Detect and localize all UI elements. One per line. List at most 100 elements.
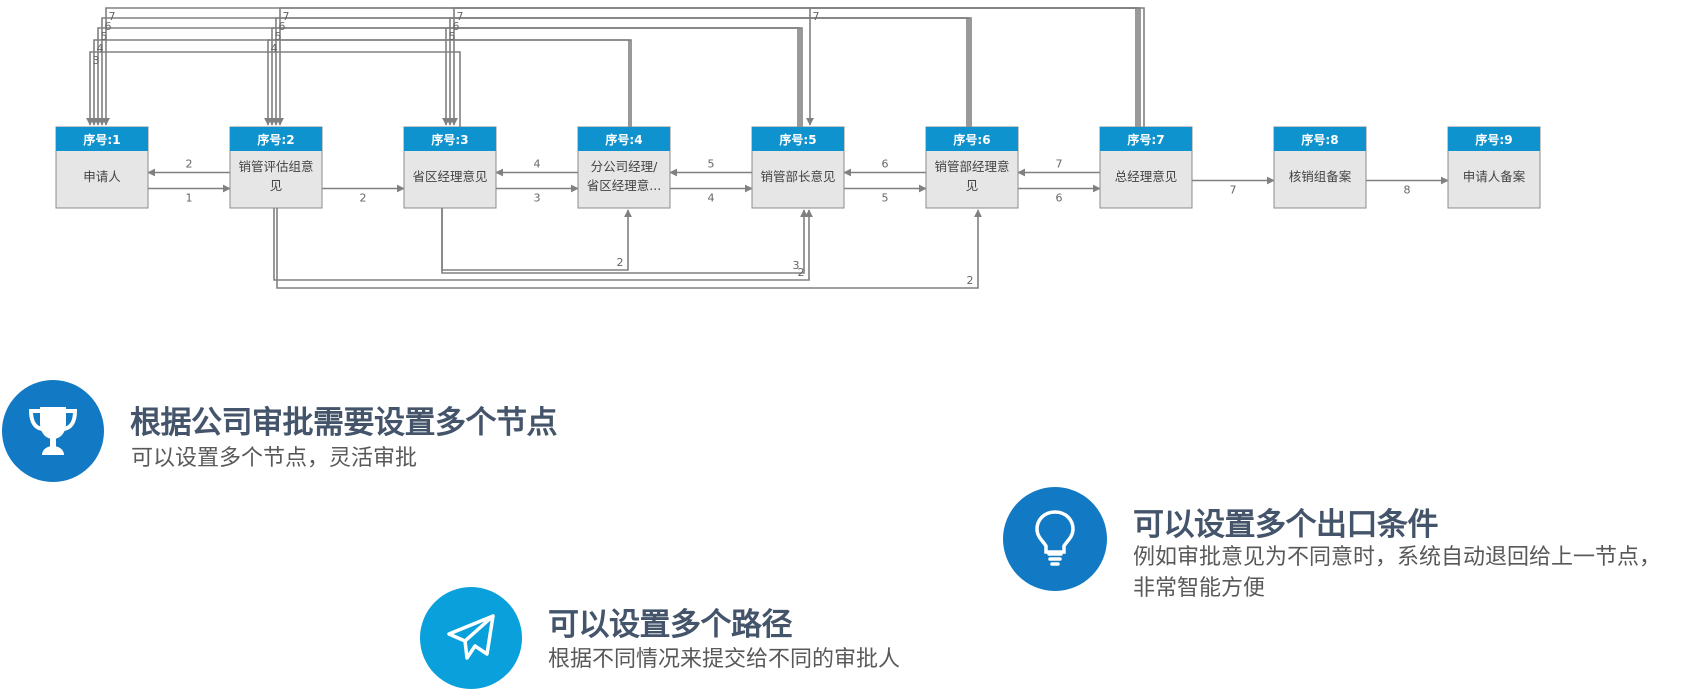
flow-node: 序号:5 销管部长意见 [751,126,845,209]
skip-edge-label: 3 [793,259,800,272]
back-edge-label: 6 [882,158,889,171]
node-header [56,127,148,151]
return-edge-label: 7 [283,10,290,23]
node-label: 分公司经理/ [591,159,659,174]
forward-edge-label: 1 [186,192,193,205]
return-edge-label: 7 [813,10,820,23]
node-number: 序号:9 [1475,132,1512,147]
forward-edge-label: 2 [360,192,367,205]
return-edge-label: 3 [93,54,100,67]
return-edge [90,39,630,127]
skip-edge [276,208,982,289]
back-edge-label: 5 [708,158,715,171]
return-edge-label: 6 [453,20,460,33]
skip-edge [441,208,632,271]
feature-multi-exit-title: 可以设置多个出口条件 [1133,507,1439,543]
node-label: 申请人备案 [1463,169,1526,184]
node-label: 销管评估组意 [238,159,313,174]
return-edge-label: 5 [101,30,108,43]
approval-flow-diagram: 序号:1申请人序号:2销管评估组意见序号:3省区经理意见序号:4分公司经理/省区… [55,7,1541,289]
return-edge [272,17,970,127]
back-edge-label: 2 [186,158,193,171]
node-number: 序号:4 [605,132,642,147]
node-label: 省区经理意见 [412,169,487,184]
feature-multi-path-badge [420,587,522,689]
feature-multi-path-title: 可以设置多个路径 [548,607,793,643]
forward-edge-label: 5 [882,192,889,205]
forward-edge-label: 4 [708,192,715,205]
feature-multi-exit-desc-line1: 例如审批意见为不同意时，系统自动退回给上一节点， [1133,545,1662,570]
flow-node: 序号:8 核销组备案 [1273,126,1367,209]
node-number: 序号:3 [431,132,468,147]
feature-multi-node-desc: 可以设置多个节点，灵活审批 [131,446,418,471]
node-header [752,127,844,151]
return-edge [102,7,1137,127]
flow-node: 序号:3 省区经理意见 [403,126,497,209]
node-number: 序号:7 [1127,132,1164,147]
flow-node: 序号:7 总经理意见 [1099,126,1193,209]
node-label: 见 [966,178,979,193]
return-edge [806,7,1145,127]
return-edge [98,17,968,127]
skip-edge-label: 2 [617,256,624,269]
feature-multi-node-title: 根据公司审批需要设置多个节点 [130,405,558,441]
forward-edge-label: 6 [1056,192,1063,205]
node-header [926,127,1018,151]
node-header [230,127,322,151]
back-edge-label: 4 [534,158,541,171]
return-edge-label: 4 [97,42,104,55]
node-label: 见 [270,178,283,193]
return-edge [450,7,1141,127]
trophy-icon [28,407,78,455]
node-label: 销管部长意见 [760,169,835,184]
return-edge [276,7,1139,127]
feature-multi-exit: 可以设置多个出口条件 例如审批意见为不同意时，系统自动退回给上一节点， 非常智能… [1003,487,1693,601]
node-number: 序号:6 [953,132,990,147]
skip-edge-label: 2 [798,266,805,279]
return-edge-label: 4 [271,42,278,55]
node-header [578,127,670,151]
feature-multi-exit-desc-line2: 非常智能方便 [1133,576,1266,601]
skip-edge [441,208,808,274]
skip-edge-label: 2 [967,274,974,287]
forward-edge-label: 8 [1404,184,1411,197]
back-edge-label: 7 [1056,158,1063,171]
skip-edge [273,208,813,281]
feature-multi-exit-badge [1003,487,1107,591]
return-edge [442,27,803,127]
feature-multi-path-desc: 根据不同情况来提交给不同的审批人 [548,647,901,672]
feature-multi-node-badge [2,380,104,482]
node-number: 序号:5 [779,132,816,147]
node-label: 销管部经理意 [934,159,1009,174]
feature-multi-path: 可以设置多个路径 根据不同情况来提交给不同的审批人 [420,587,980,693]
node-number: 序号:2 [257,132,294,147]
return-edge-label: 6 [105,20,112,33]
return-edge-label: 7 [109,10,116,23]
lightbulb-icon [1035,510,1075,566]
node-label: 核销组备案 [1289,169,1352,184]
node-header [1274,127,1366,151]
flow-node: 序号:9 申请人备案 [1447,126,1541,209]
return-edge-label: 5 [449,30,456,43]
flow-node: 序号:4 分公司经理/省区经理意... [577,126,671,209]
node-number: 序号:1 [83,132,120,147]
node-header [404,127,496,151]
paper-plane-icon [447,614,495,660]
return-edge [446,17,972,127]
node-number: 序号:8 [1301,132,1338,147]
flow-node: 序号:1 申请人 [55,126,149,209]
return-edge [86,51,461,127]
node-label: 省区经理意... [587,178,661,193]
return-edge [268,27,801,127]
node-label: 申请人 [83,169,121,184]
return-edge-label: 6 [279,20,286,33]
feature-multi-node: 根据公司审批需要设置多个节点 可以设置多个节点，灵活审批 [0,380,620,490]
forward-edge-label: 3 [534,192,541,205]
node-label: 总经理意见 [1115,169,1178,184]
return-edge-label: 5 [275,30,282,43]
node-header [1100,127,1192,151]
return-edge-label: 7 [457,10,464,23]
node-header [1448,127,1540,151]
